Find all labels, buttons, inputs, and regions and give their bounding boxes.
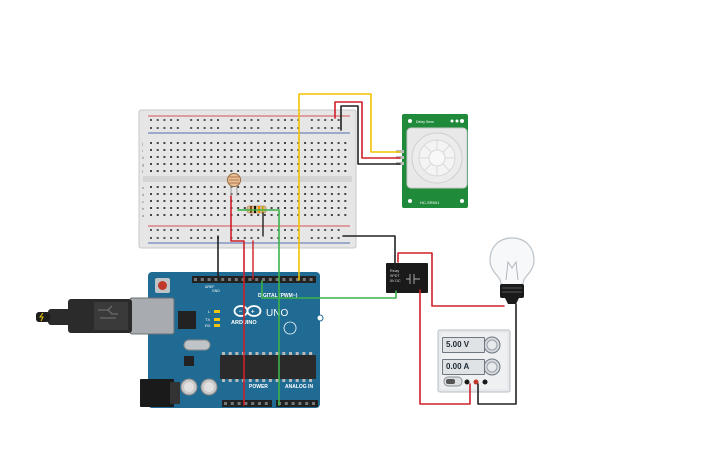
aref-label: AREF	[205, 285, 214, 289]
wire-relay-gnd	[342, 235, 396, 271]
svg-text:−: −	[239, 309, 243, 315]
negative-terminal[interactable]	[464, 379, 470, 385]
breadboard-holes	[150, 119, 347, 239]
pir-label-bottom: HC-SR501	[420, 200, 440, 205]
chip-pins	[222, 352, 313, 382]
arduino-uno[interactable]: L TX RX − + ARDUINO UNO DIGITAL (PWM~) P…	[36, 272, 324, 408]
svg-text:f: f	[142, 169, 144, 174]
photoresistor[interactable]	[227, 173, 241, 197]
svg-text:+: +	[251, 310, 255, 316]
voltage-display: 5.00 V	[442, 337, 485, 353]
led-rx-label: RX	[205, 323, 211, 328]
pir-sensor[interactable]: Delay Sens HC-SR501	[396, 114, 468, 208]
led-l-label: L	[208, 309, 211, 314]
wire-pir-gnd	[340, 105, 401, 165]
breadboard-row-labels: jih gf edc ba	[141, 141, 145, 218]
relay-line3: 5V DC	[390, 279, 401, 283]
svg-text:b: b	[142, 206, 145, 211]
analog-header	[276, 400, 318, 407]
wire-relay-to-bulb	[397, 252, 505, 307]
svg-text:i: i	[142, 148, 143, 153]
microcontroller-chip	[220, 355, 316, 379]
svg-text:h: h	[142, 155, 144, 160]
wire-5v	[230, 195, 245, 406]
voltage-knob-icon[interactable]	[483, 336, 501, 354]
wire-supply-neg	[477, 303, 517, 405]
positive-terminal[interactable]	[473, 379, 479, 385]
wires	[217, 93, 517, 406]
wire-relay-signal	[261, 280, 397, 299]
svg-text:d: d	[142, 192, 144, 197]
power-label: POWER	[249, 384, 268, 390]
wire-analog	[237, 209, 280, 406]
analog-label: ANALOG IN	[285, 384, 313, 390]
ground-terminal[interactable]	[482, 379, 488, 385]
breadboard[interactable]: jih gf edc ba	[138, 109, 357, 249]
pir-label-top: Delay Sens	[416, 120, 434, 124]
wire-supply-pos	[419, 289, 471, 405]
current-display: 0.00 A	[442, 359, 485, 375]
svg-text:g: g	[142, 162, 144, 167]
led-tx-label: TX	[205, 317, 210, 322]
relay-line2: SPDT	[390, 274, 400, 278]
current-knob-icon[interactable]	[483, 358, 501, 376]
relay[interactable]: Relay SPDT 5V DC	[386, 263, 428, 293]
wire-pir-signal	[298, 93, 401, 281]
usb-connector[interactable]	[36, 297, 175, 335]
wire-pir-vcc	[334, 101, 401, 159]
gnd-label: GND	[212, 289, 220, 293]
digital-header	[192, 276, 316, 283]
arduino-infinity-icon: − +	[233, 305, 262, 317]
svg-text:e: e	[142, 185, 145, 190]
arduino-model-text: UNO	[266, 308, 288, 319]
svg-text:a: a	[142, 213, 145, 218]
light-bulb[interactable]	[489, 237, 535, 304]
digital-header-label: DIGITAL (PWM~)	[258, 293, 298, 299]
svg-text:c: c	[142, 199, 144, 204]
svg-text:j: j	[141, 141, 143, 146]
relay-line1: Relay	[390, 269, 399, 273]
